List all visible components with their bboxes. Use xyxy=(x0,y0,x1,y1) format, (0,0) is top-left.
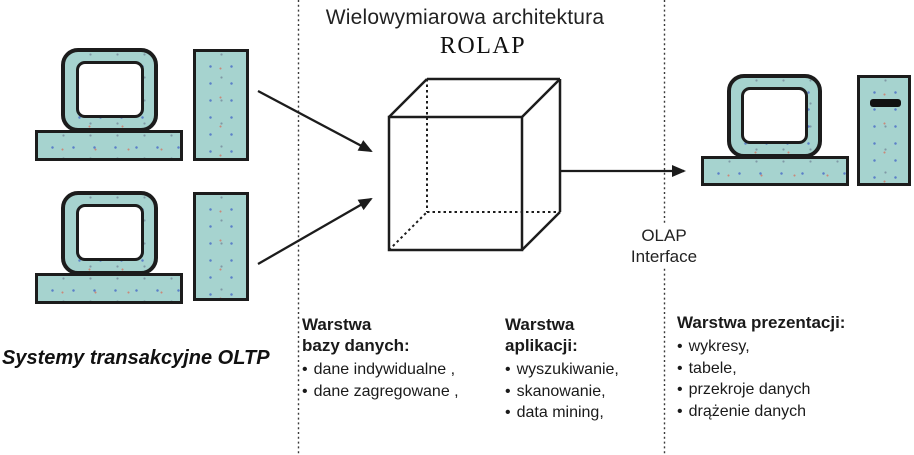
olap-cube-icon xyxy=(387,77,562,252)
list-item: • wyszukiwanie, xyxy=(505,359,670,381)
keyboard-base-icon xyxy=(35,130,183,161)
olap-interface-label: OLAP Interface xyxy=(612,224,716,268)
list-item-label: dane indywidualne , xyxy=(313,361,456,378)
screen-icon xyxy=(76,204,144,261)
column-item-list: • dane indywidualne , • dane zagregowane , xyxy=(302,359,497,402)
bullet-glyph: • xyxy=(677,338,683,355)
bullet-glyph: • xyxy=(505,361,511,378)
list-item-label: dane zagregowane , xyxy=(313,382,459,400)
screen-icon xyxy=(741,87,808,144)
heading-line: bazy danych: xyxy=(302,336,410,355)
application-layer-column: Warstwa aplikacji: • wyszukiwanie, • skano… xyxy=(505,314,670,424)
tower-icon xyxy=(193,49,249,161)
column-heading: Warstwa bazy danych: xyxy=(302,314,497,356)
list-item-label: data mining, xyxy=(516,404,604,421)
keyboard-base-icon xyxy=(701,156,849,186)
olap-interface-line2: Interface xyxy=(630,247,698,266)
list-item: • skanowanie, xyxy=(505,381,670,403)
olap-interface-line1: OLAP xyxy=(641,226,687,245)
column-heading: Warstwa aplikacji: xyxy=(505,314,670,356)
bullet-glyph: • xyxy=(505,382,511,400)
list-item-label: wykresy, xyxy=(688,338,750,355)
heading-line: aplikacji: xyxy=(505,336,578,355)
bullet-glyph: • xyxy=(677,359,683,377)
presentation-layer-column: Warstwa prezentacji: • wykresy, • tabele, … xyxy=(677,312,907,422)
cube-front-face xyxy=(387,115,524,252)
column-heading: Warstwa prezentacji: xyxy=(677,312,907,333)
column-item-list: • wykresy, • tabele, • przekroje danych • dr… xyxy=(677,336,907,422)
list-item: • wykresy, xyxy=(677,336,907,358)
list-item: • dane zagregowane , xyxy=(302,381,497,403)
list-item: • data mining, xyxy=(505,402,670,424)
list-item: • przekroje danych xyxy=(677,379,907,401)
disk-slot-icon xyxy=(870,99,901,107)
column-item-list: • wyszukiwanie, • skanowanie, • data mining… xyxy=(505,359,670,424)
tower-icon xyxy=(193,192,249,301)
arrow-oltp-top-to-cube xyxy=(257,89,373,153)
screen-icon xyxy=(76,61,144,118)
arrow-oltp-bottom-to-cube xyxy=(257,198,373,265)
bullet-glyph: • xyxy=(505,404,511,421)
bullet-glyph: • xyxy=(677,381,683,398)
bullet-glyph: • xyxy=(677,402,683,420)
bullet-glyph: • xyxy=(302,361,308,378)
cube-hidden-edges xyxy=(388,79,560,251)
keyboard-base-icon xyxy=(35,273,183,304)
heading-line: Warstwa xyxy=(505,315,575,334)
heading-line: Warstwa prezentacji: xyxy=(677,313,846,332)
bullet-glyph: • xyxy=(302,382,308,400)
database-layer-column: Warstwa bazy danych: • dane indywidualne … xyxy=(302,314,497,402)
oltp-systems-label: Systemy transakcyjne OLTP xyxy=(2,347,270,369)
list-item-label: wyszukiwanie, xyxy=(516,361,619,378)
tower-icon xyxy=(857,75,911,186)
list-item-label: tabele, xyxy=(688,359,737,377)
list-item-label: skanowanie, xyxy=(516,382,606,400)
list-item: • tabele, xyxy=(677,358,907,380)
list-item: • dane indywidualne , xyxy=(302,359,497,381)
list-item-label: przekroje danych xyxy=(688,381,811,398)
heading-line: Warstwa xyxy=(302,315,372,334)
diagram-subtitle-rolap: ROLAP xyxy=(439,33,527,59)
diagram-title: Wielowymiarowa architektura xyxy=(325,6,605,29)
list-item: • drążenie danych xyxy=(677,401,907,423)
list-item-label: drążenie danych xyxy=(688,402,807,420)
